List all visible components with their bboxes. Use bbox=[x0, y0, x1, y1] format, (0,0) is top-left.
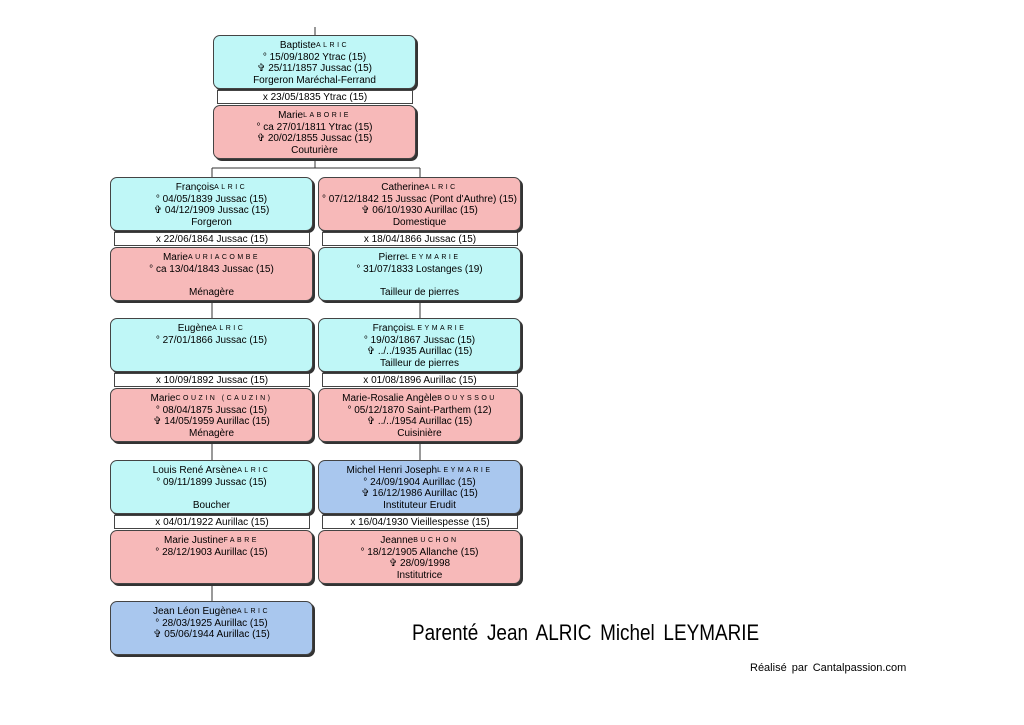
credit-text: Réalisé par Cantalpassion.com bbox=[750, 662, 907, 674]
person-box-baptiste-alric: BaptisteALRIC ° 15/09/1802 Ytrac (15) ✞ … bbox=[213, 35, 416, 89]
person-box-francois-alric: FrançoisALRIC ° 04/05/1839 Jussac (15) ✞… bbox=[110, 177, 313, 231]
marriage-label: x 18/04/1866 Jussac (15) bbox=[322, 232, 518, 246]
marriage-label: x 16/04/1930 Vieillespesse (15) bbox=[322, 515, 518, 529]
marriage-label: x 04/01/1922 Aurillac (15) bbox=[114, 515, 310, 529]
person-box-jean-alric: Jean Léon EugèneALRIC ° 28/03/1925 Auril… bbox=[110, 601, 313, 655]
person-box-francois-leymarie: FrançoisLEYMARIE ° 19/03/1867 Jussac (15… bbox=[318, 318, 521, 372]
person-box-michel-leymarie: Michel Henri JosephLEYMARIE ° 24/09/1904… bbox=[318, 460, 521, 514]
person-box-marie-auriacombe: MarieAURIACOMBE ° ca 13/04/1843 Jussac (… bbox=[110, 247, 313, 301]
person-box-marie-couzin: MarieCOUZIN (CAUZIN) ° 08/04/1875 Jussac… bbox=[110, 388, 313, 442]
person-box-marie-rosalie-bouyssou: Marie-Rosalie AngèleBOUYSSOU ° 05/12/187… bbox=[318, 388, 521, 442]
page-title: Parenté Jean ALRIC Michel LEYMARIE bbox=[412, 620, 760, 645]
marriage-label: x 22/06/1864 Jussac (15) bbox=[114, 232, 310, 246]
person-box-jeanne-buchon: JeanneBUCHON ° 18/12/1905 Allanche (15) … bbox=[318, 530, 521, 584]
marriage-label: x 23/05/1835 Ytrac (15) bbox=[217, 90, 413, 104]
person-box-catherine-alric: CatherineALRIC ° 07/12/1842 15 Jussac (P… bbox=[318, 177, 521, 231]
marriage-label: x 10/09/1892 Jussac (15) bbox=[114, 373, 310, 387]
person-box-louis-alric: Louis René ArsèneALRIC ° 09/11/1899 Juss… bbox=[110, 460, 313, 514]
person-box-marie-laborie: MarieLABORIE ° ca 27/01/1811 Ytrac (15) … bbox=[213, 105, 416, 159]
person-box-pierre-leymarie: PierreLEYMARIE ° 31/07/1833 Lostanges (1… bbox=[318, 247, 521, 301]
person-box-marie-fabre: Marie JustineFABRE ° 28/12/1903 Aurillac… bbox=[110, 530, 313, 584]
person-box-eugene-alric: EugèneALRIC ° 27/01/1866 Jussac (15) bbox=[110, 318, 313, 372]
marriage-label: x 01/08/1896 Aurillac (15) bbox=[322, 373, 518, 387]
